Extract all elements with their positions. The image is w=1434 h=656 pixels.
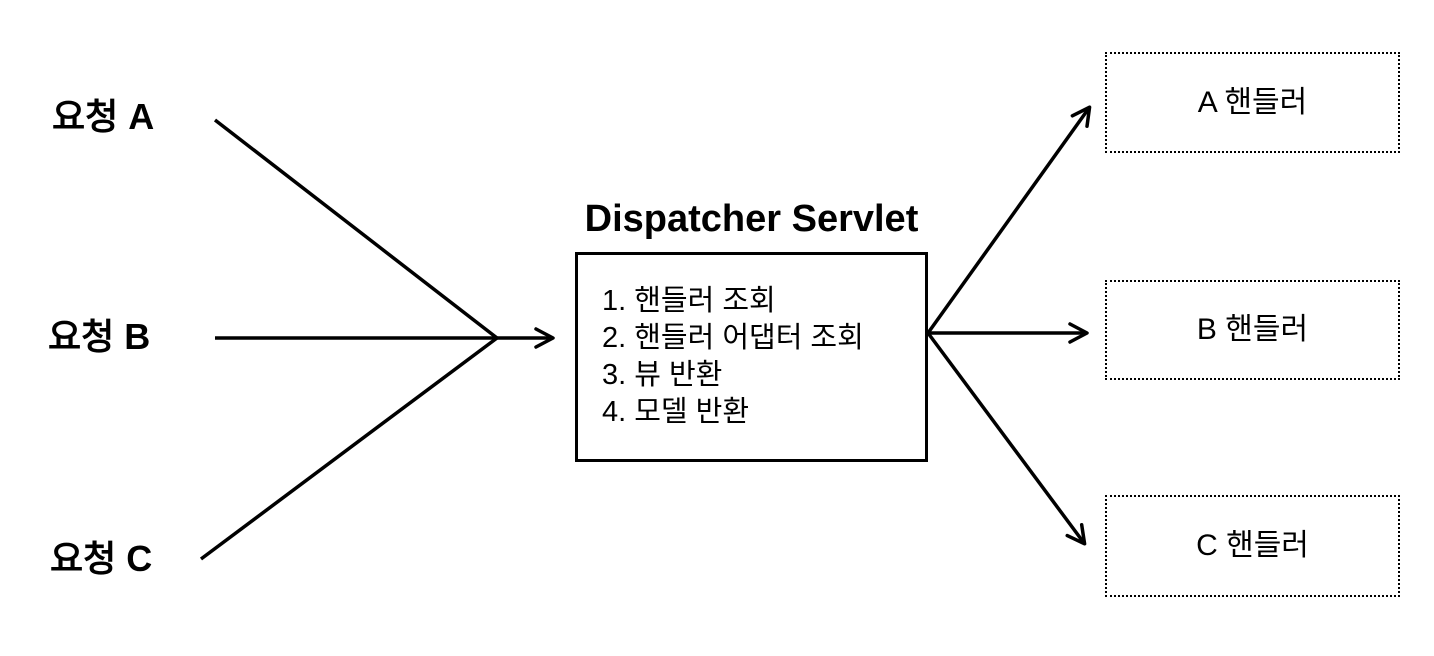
handler-a-box: A 핸들러 <box>1105 52 1400 153</box>
dispatcher-servlet-title: Dispatcher Servlet <box>584 198 919 240</box>
dispatcher-step-4: 4. 모델 반환 <box>602 396 750 428</box>
line-request-a <box>213 118 499 340</box>
handler-c-box: C 핸들러 <box>1105 495 1400 597</box>
line-request-c <box>199 336 499 561</box>
dispatcher-servlet-box: 1. 핸들러 조회 2. 핸들러 어댑터 조회 3. 뷰 반환 4. 모델 반환 <box>575 252 928 462</box>
handler-b-box: B 핸들러 <box>1105 280 1400 380</box>
request-b-label: 요청 B <box>48 316 151 357</box>
handler-c-label: C 핸들러 <box>1196 529 1309 562</box>
request-a-label: 요청 A <box>52 96 155 137</box>
arrow-to-handler-c <box>926 331 1087 546</box>
handler-b-label: B 핸들러 <box>1196 313 1309 346</box>
dispatcher-step-3: 3. 뷰 반환 <box>602 359 723 391</box>
dispatcher-step-2: 2. 핸들러 어댑터 조회 <box>602 322 864 354</box>
handler-a-label: A 핸들러 <box>1197 85 1308 119</box>
request-c-label: 요청 C <box>50 538 153 579</box>
dispatcher-step-1: 1. 핸들러 조회 <box>602 285 776 317</box>
